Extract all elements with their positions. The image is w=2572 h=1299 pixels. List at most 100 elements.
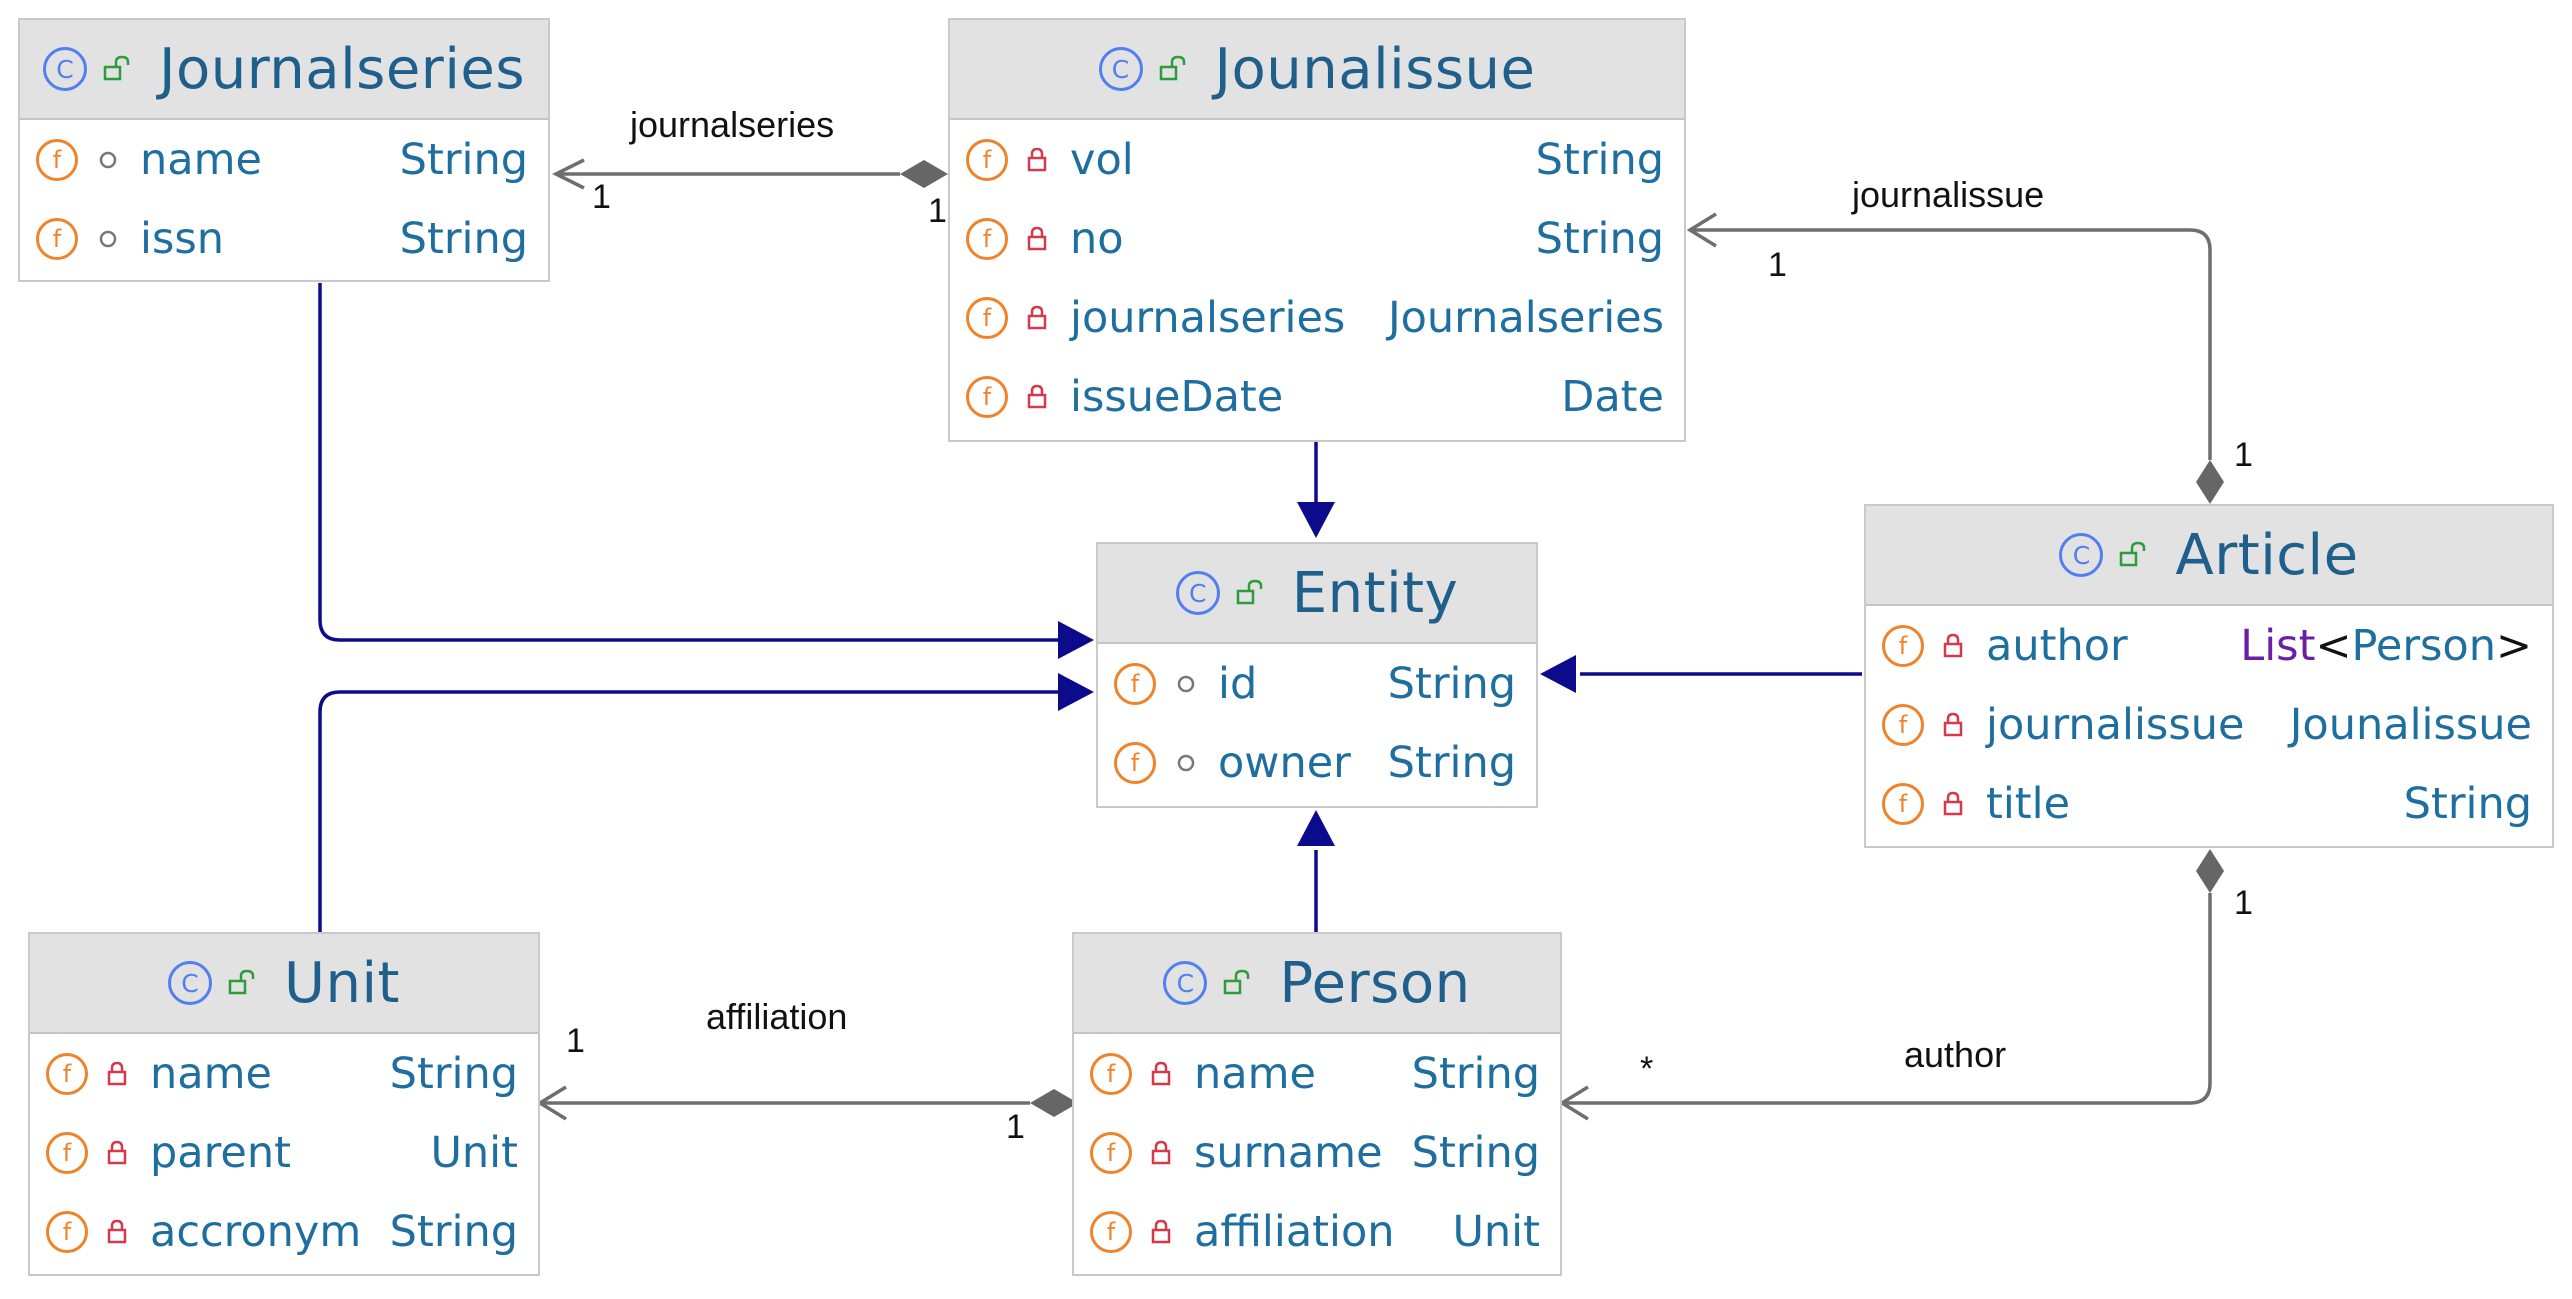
- open-arrowhead: [552, 158, 585, 190]
- field-row[interactable]: f journalissue Jounalissue: [1866, 685, 2552, 764]
- field-row[interactable]: f parent Unit: [30, 1113, 538, 1192]
- generic-type-param: Person: [2351, 620, 2496, 671]
- class-journalseries[interactable]: C Journalseries f name String f issn Str…: [18, 18, 550, 282]
- field-type: String: [399, 213, 528, 264]
- generic-close-bracket: >: [2495, 620, 2532, 671]
- multiplicity: 1: [2234, 884, 2253, 922]
- field-row[interactable]: f issueDate Date: [950, 357, 1684, 436]
- field-name: parent: [150, 1127, 291, 1178]
- field-icon: f: [1090, 1131, 1132, 1174]
- field-icon: f: [1090, 1052, 1132, 1095]
- public-lock-icon: [2117, 539, 2149, 571]
- multiplicity: 1: [2234, 436, 2253, 474]
- field-row[interactable]: f name String: [1074, 1034, 1560, 1113]
- association-label: affiliation: [706, 996, 848, 1037]
- field-name: no: [1070, 213, 1124, 264]
- field-type: String: [1535, 134, 1664, 185]
- composition-diamond: [2196, 460, 2224, 504]
- assoc-journalissue-line: [1690, 228, 2212, 460]
- field-icon: f: [966, 375, 1008, 418]
- inheritance-arrowhead: [1297, 502, 1335, 538]
- field-name: name: [150, 1048, 272, 1099]
- field-row[interactable]: f owner String: [1098, 723, 1536, 802]
- field-row[interactable]: f id String: [1098, 644, 1536, 723]
- class-icon: C: [42, 47, 87, 91]
- public-lock-icon: [1221, 967, 1253, 999]
- field-icon: f: [966, 217, 1008, 260]
- class-jounalissue[interactable]: C Jounalissue f vol String f no String f…: [948, 18, 1686, 442]
- private-lock-icon: [1150, 1140, 1172, 1166]
- multiplicity: 1: [928, 192, 947, 230]
- composition-diamond: [1030, 1089, 1078, 1117]
- generic-type-base: List: [2240, 620, 2316, 671]
- package-visibility-icon: [98, 229, 118, 249]
- class-name: Person: [1279, 950, 1471, 1016]
- class-header: C Person: [1074, 934, 1560, 1034]
- field-icon: f: [1114, 741, 1156, 784]
- field-row[interactable]: f issn String: [20, 199, 548, 278]
- private-lock-icon: [1150, 1061, 1172, 1087]
- open-arrowhead: [536, 1085, 567, 1121]
- field-icon: f: [1090, 1210, 1132, 1253]
- private-lock-icon: [1026, 226, 1048, 252]
- field-row[interactable]: f no String: [950, 199, 1684, 278]
- private-lock-icon: [1026, 305, 1048, 331]
- field-name: owner: [1218, 737, 1351, 788]
- class-unit[interactable]: C Unit f name String f parent Unit f acc…: [28, 932, 540, 1276]
- field-type: String: [1411, 1048, 1540, 1099]
- private-lock-icon: [1942, 791, 1964, 817]
- field-type: String: [399, 134, 528, 185]
- field-row[interactable]: f title String: [1866, 764, 2552, 843]
- class-icon: C: [1163, 961, 1208, 1005]
- field-row[interactable]: f accronym String: [30, 1192, 538, 1271]
- class-entity[interactable]: C Entity f id String f owner String: [1096, 542, 1538, 808]
- inheritance-arrowhead: [1058, 673, 1094, 711]
- private-lock-icon: [1942, 633, 1964, 659]
- class-person[interactable]: C Person f name String f surname String …: [1072, 932, 1562, 1276]
- public-lock-icon: [1157, 53, 1189, 85]
- field-icon: f: [46, 1131, 88, 1174]
- class-icon: C: [1175, 571, 1220, 615]
- package-visibility-icon: [98, 150, 118, 170]
- field-icon: f: [36, 217, 78, 260]
- field-row[interactable]: f surname String: [1074, 1113, 1560, 1192]
- class-header: C Jounalissue: [950, 20, 1684, 120]
- public-lock-icon: [101, 53, 133, 85]
- field-icon: f: [1882, 703, 1924, 746]
- class-name: Unit: [284, 950, 400, 1016]
- private-lock-icon: [106, 1219, 128, 1245]
- class-header: C Journalseries: [20, 20, 548, 120]
- field-icon: f: [966, 138, 1008, 181]
- field-row[interactable]: f affiliation Unit: [1074, 1192, 1560, 1271]
- class-header: C Article: [1866, 506, 2552, 606]
- field-row[interactable]: f name String: [20, 120, 548, 199]
- field-row[interactable]: f vol String: [950, 120, 1684, 199]
- assoc-author-line: [1562, 893, 2212, 1105]
- field-name: issn: [140, 213, 225, 264]
- multiplicity: 1: [1006, 1108, 1025, 1146]
- field-name: author: [1986, 620, 2128, 671]
- field-name: id: [1218, 658, 1258, 709]
- field-icon: f: [966, 296, 1008, 339]
- class-name: Jounalissue: [1214, 36, 1536, 102]
- private-lock-icon: [1026, 384, 1048, 410]
- open-arrowhead: [1686, 212, 1717, 248]
- field-icon: f: [46, 1210, 88, 1253]
- private-lock-icon: [1942, 712, 1964, 738]
- class-icon: C: [1098, 47, 1143, 91]
- class-header: C Entity: [1098, 544, 1536, 644]
- field-row[interactable]: f journalseries Journalseries: [950, 278, 1684, 357]
- field-row[interactable]: f name String: [30, 1034, 538, 1113]
- class-article[interactable]: C Article f author List<Person> f journa…: [1864, 504, 2554, 848]
- field-type: String: [1535, 213, 1664, 264]
- class-name: Entity: [1291, 560, 1459, 626]
- field-row[interactable]: f author List<Person>: [1866, 606, 2552, 685]
- public-lock-icon: [1234, 577, 1266, 609]
- field-icon: f: [1882, 624, 1924, 667]
- class-name: Journalseries: [158, 36, 525, 102]
- association-label: author: [1904, 1034, 2007, 1075]
- class-header: C Unit: [30, 934, 538, 1034]
- field-name: surname: [1194, 1127, 1383, 1178]
- class-icon: C: [168, 961, 212, 1005]
- association-label: journalseries: [630, 104, 835, 145]
